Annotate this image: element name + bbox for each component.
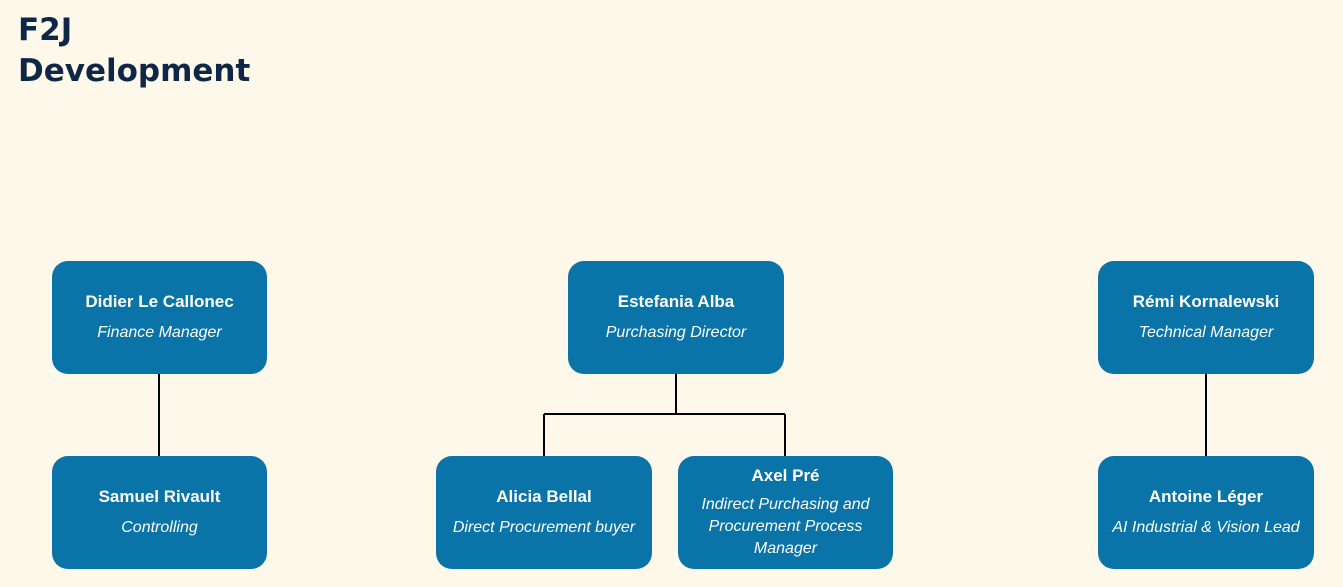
org-node-samuel-rivault[interactable]: Samuel Rivault Controlling [52,456,267,569]
title-line-1: F2J [18,12,73,48]
page-title: F2J Development [18,10,250,92]
node-role: Controlling [121,519,198,536]
node-name: Didier Le Callonec [85,292,234,311]
node-role: Direct Procurement buyer [452,519,636,536]
node-role: Technical Manager [1138,324,1274,341]
node-name: Rémi Kornalewski [1132,292,1280,311]
node-name: Antoine Léger [1148,487,1264,506]
node-role: AI Industrial & Vision Lead [1112,519,1300,536]
node-name: Estefania Alba [617,292,735,311]
node-name: Alicia Bellal [496,487,592,506]
org-node-remi-kornalewski[interactable]: Rémi Kornalewski Technical Manager [1098,261,1314,374]
node-role: Purchasing Director [605,324,747,341]
node-role: Indirect Purchasing and Procurement Proc… [701,496,870,557]
org-node-antoine-leger[interactable]: Antoine Léger AI Industrial & Vision Lea… [1098,456,1314,569]
org-node-didier-le-callonec[interactable]: Didier Le Callonec Finance Manager [52,261,267,374]
org-node-axel-pre[interactable]: Axel Pré Indirect Purchasing and Procure… [678,456,893,569]
title-line-2: Development [18,53,251,89]
node-role: Finance Manager [97,324,222,341]
org-node-alicia-bellal[interactable]: Alicia Bellal Direct Procurement buyer [436,456,652,569]
org-node-estefania-alba[interactable]: Estefania Alba Purchasing Director [568,261,784,374]
node-name: Axel Pré [751,466,820,485]
node-name: Samuel Rivault [98,487,221,506]
